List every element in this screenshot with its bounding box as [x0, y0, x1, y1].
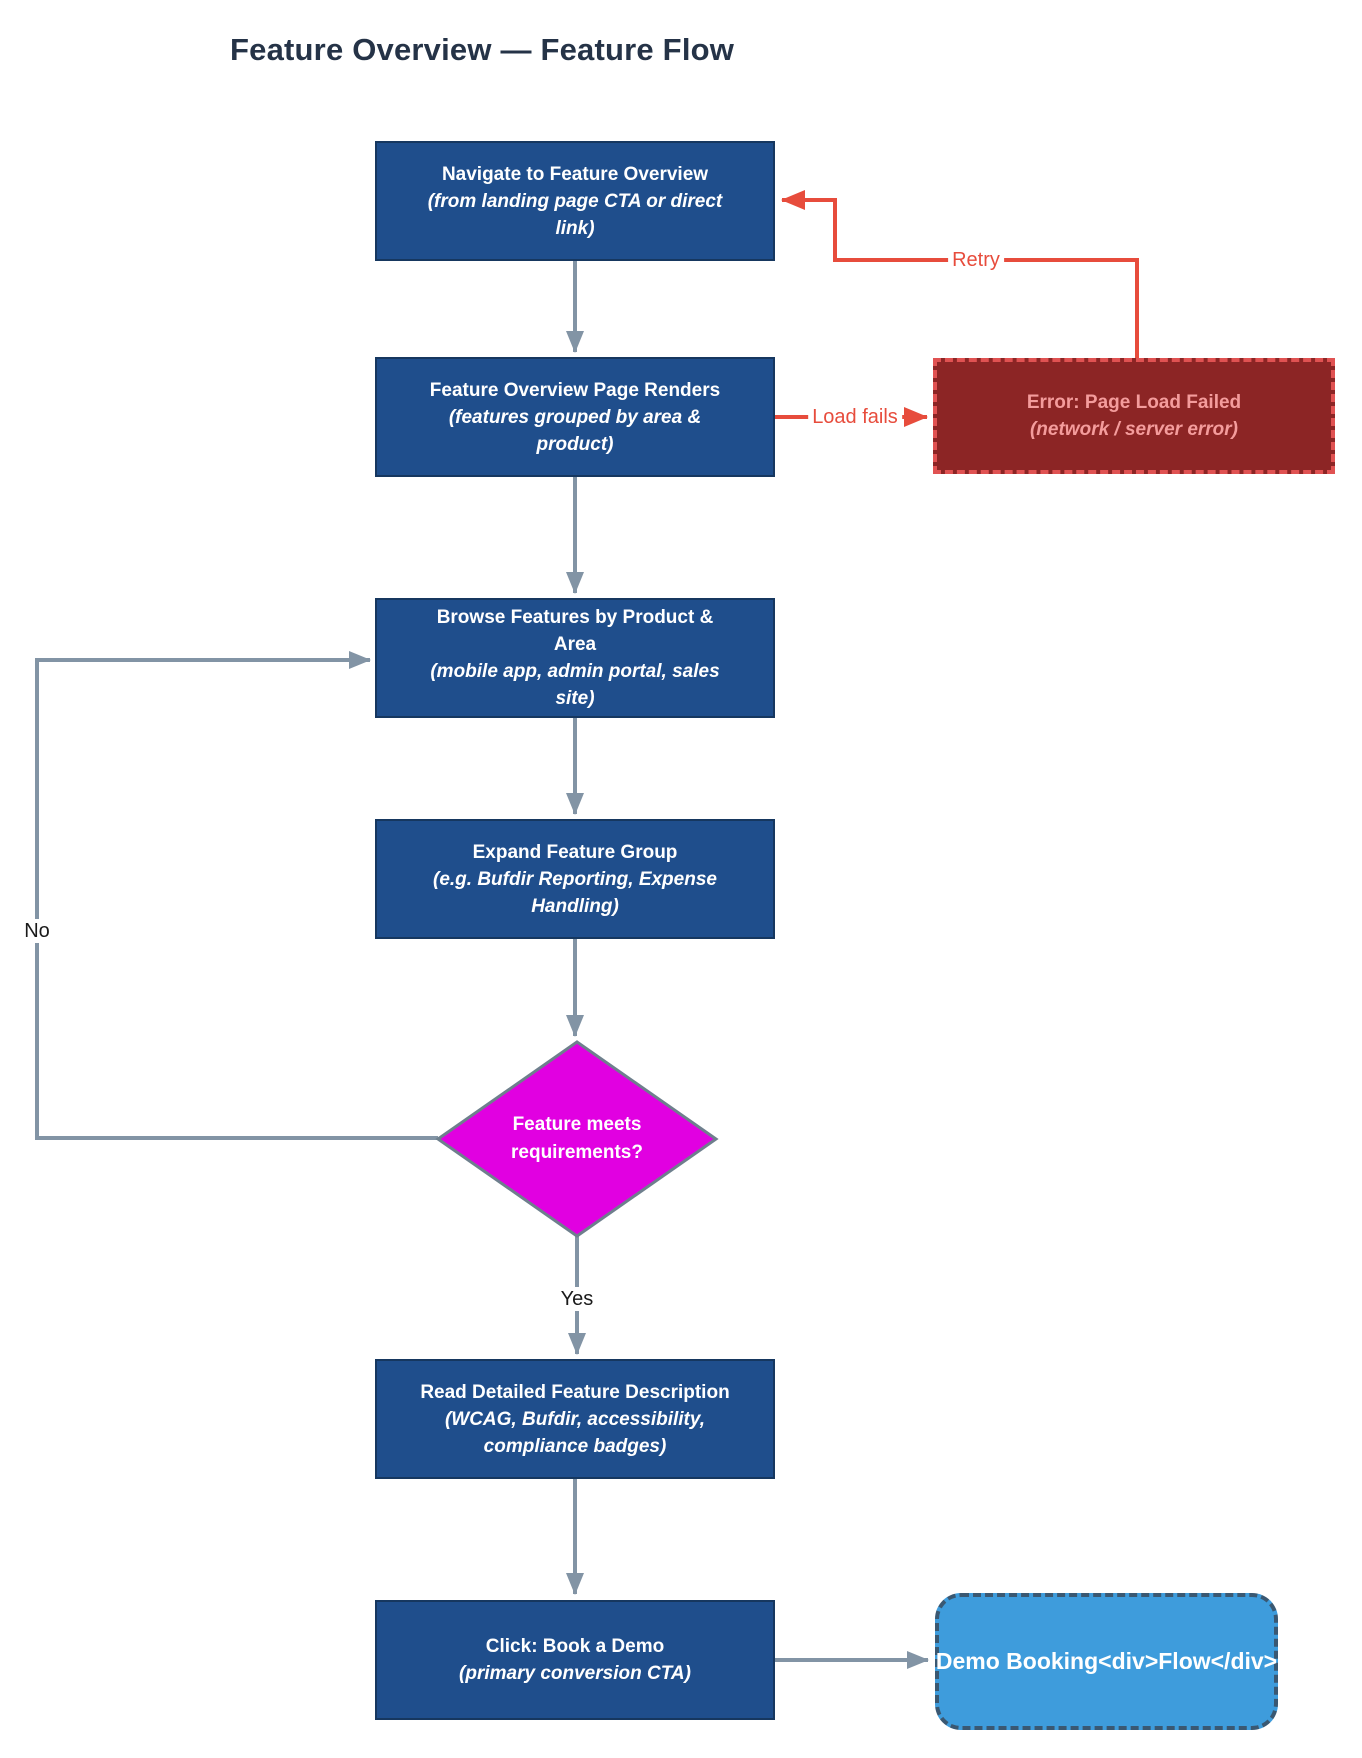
- node-error-label: Error: Page Load Failed: [1026, 392, 1242, 413]
- edge-label-no: No: [20, 919, 54, 943]
- node-expand-sub: (e.g. Bufdir Reporting, Expense Handling…: [433, 868, 717, 917]
- edge-decision-no-loop: [35, 651, 438, 1140]
- node-cta: Click: Book a Demo (primary conversion C…: [375, 1600, 775, 1720]
- node-error-sub: (network / server error): [1029, 419, 1239, 440]
- node-navigate-sub: (from landing page CTA or direct link): [427, 190, 723, 239]
- edge-label-retry: Retry: [948, 248, 1004, 272]
- node-cta-label: Click: Book a Demo: [485, 1636, 665, 1657]
- node-renders-sub: (features grouped by area & product): [448, 406, 702, 455]
- node-demo-booking: Demo Booking<div>Flow</div>: [935, 1593, 1278, 1730]
- node-cta-sub: (primary conversion CTA): [459, 1663, 691, 1684]
- node-read-sub: (WCAG, Bufdir, accessibility, compliance…: [444, 1408, 706, 1457]
- node-decision-label: Feature meets requirements?: [511, 1114, 643, 1163]
- node-navigate: Navigate to Feature Overview (from landi…: [375, 141, 775, 261]
- edge-label-load-fails: Load fails: [808, 405, 902, 429]
- node-navigate-label: Navigate to Feature Overview: [441, 163, 709, 185]
- node-browse-sub: (mobile app, admin portal, sales site): [430, 661, 720, 709]
- node-read: Read Detailed Feature Description (WCAG,…: [375, 1359, 775, 1479]
- node-expand-label: Expand Feature Group: [472, 841, 678, 863]
- node-demo-booking-label: Demo Booking<div>Flow</div>: [935, 1648, 1278, 1674]
- node-renders-label: Feature Overview Page Renders: [429, 379, 721, 401]
- node-renders: Feature Overview Page Renders (features …: [375, 357, 775, 477]
- node-browse: Browse Features by Product & Area (mobil…: [375, 598, 775, 718]
- node-browse-label: Browse Features by Product & Area: [436, 607, 714, 655]
- diagram-title: Feature Overview — Feature Flow: [230, 32, 735, 67]
- node-decision: Feature meets requirements?: [438, 1042, 716, 1236]
- decision-diamond-shape: [435, 1040, 719, 1238]
- node-expand: Expand Feature Group (e.g. Bufdir Report…: [375, 819, 775, 939]
- node-read-label: Read Detailed Feature Description: [420, 1381, 730, 1403]
- node-error: Error: Page Load Failed (network / serve…: [933, 358, 1335, 474]
- edge-label-yes: Yes: [556, 1287, 598, 1311]
- edge-retry: [781, 190, 1139, 358]
